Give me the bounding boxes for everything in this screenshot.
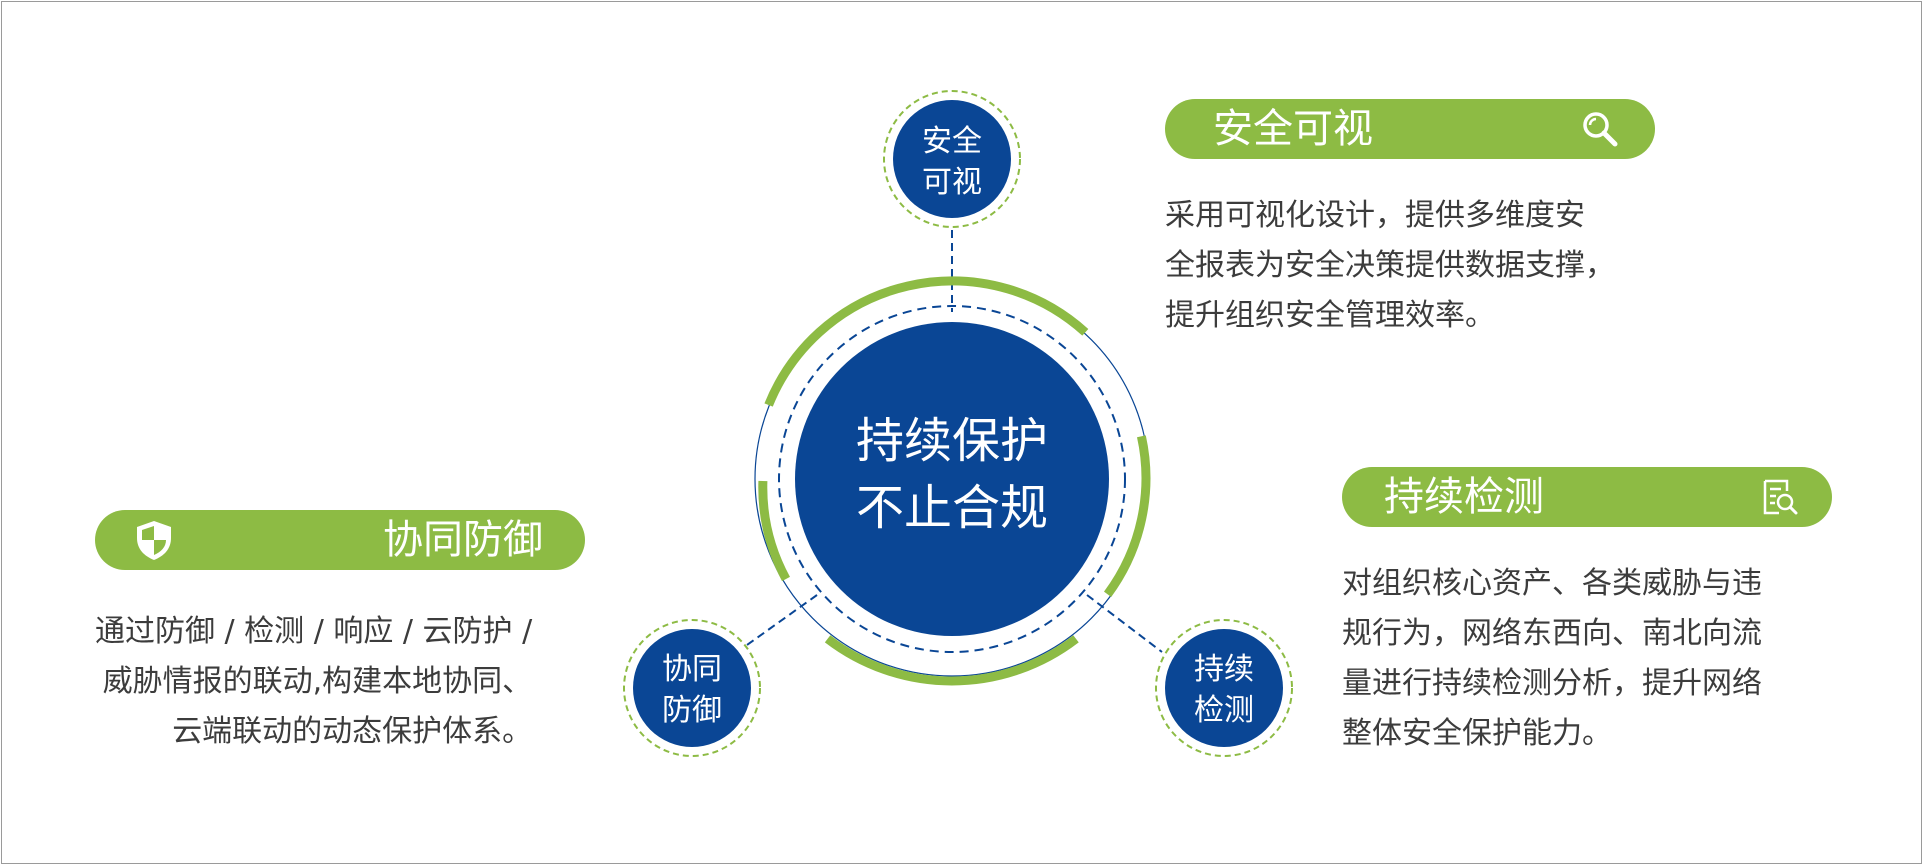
panel-visibility-line: 采用可视化设计，提供多维度安 — [1165, 198, 1585, 233]
center-label-line2: 不止合规 — [856, 480, 1048, 536]
shield-icon — [137, 521, 171, 560]
node-defense-ring — [623, 619, 761, 757]
node-defense-line2: 防御 — [662, 693, 722, 728]
panel-defense-line: 云端联动的动态保护体系。 — [172, 714, 533, 749]
panel-detection-line: 对组织核心资产、各类威胁与违 — [1342, 566, 1762, 601]
node-detection-line1: 持续 — [1194, 652, 1254, 687]
connector-right — [1086, 594, 1163, 653]
panel-defense-description: 通过防御 / 检测 / 响应 / 云防护 / 威胁情报的联动,构建本地协同、 云… — [95, 607, 532, 757]
node-defense-disc — [633, 629, 751, 747]
panel-visibility-line: 全报表为安全决策提供数据支撑， — [1165, 248, 1615, 283]
center-label-line1: 持续保护 — [856, 413, 1048, 469]
node-detection-ring — [1155, 619, 1293, 757]
node-visibility-ring — [883, 90, 1021, 228]
node-defense-line1: 协同 — [662, 652, 722, 687]
panel-detection-line: 量进行持续检测分析，提升网络 — [1342, 666, 1762, 701]
node-visibility-line2: 可视 — [922, 165, 982, 200]
panel-visibility-header: 安全可视 — [1165, 99, 1655, 159]
panel-detection-line: 整体安全保护能力。 — [1342, 716, 1612, 751]
panel-visibility-title: 安全可视 — [1213, 106, 1373, 152]
center-green-arc-bottom — [824, 635, 1079, 686]
document-search-icon — [1763, 479, 1798, 515]
panel-defense-title: 协同防御 — [383, 517, 543, 563]
panel-defense-line: 通过防御 / 检测 / 响应 / 云防护 / — [95, 614, 533, 649]
panel-visibility-line: 提升组织安全管理效率。 — [1165, 298, 1495, 333]
search-icon — [1583, 112, 1618, 147]
node-visibility-disc — [893, 100, 1011, 218]
center-dashed-ring — [778, 305, 1126, 653]
connector-left — [746, 594, 818, 646]
node-detection-line2: 检测 — [1194, 693, 1254, 728]
panel-visibility-description: 采用可视化设计，提供多维度安 全报表为安全决策提供数据支撑， 提升组织安全管理效… — [1165, 191, 1615, 341]
center-green-arc-top — [764, 276, 1089, 407]
center-green-arc-left — [758, 480, 790, 582]
node-detection-disc — [1165, 629, 1283, 747]
panel-detection-description: 对组织核心资产、各类威胁与违 规行为，网络东西向、南北向流 量进行持续检测分析，… — [1342, 559, 1762, 759]
panel-defense-header: 协同防御 — [95, 510, 585, 570]
panel-detection-line: 规行为，网络东西向、南北向流 — [1342, 616, 1762, 651]
panel-detection-title: 持续检测 — [1384, 474, 1544, 520]
center-green-arc-right — [1103, 435, 1151, 597]
node-visibility-line1: 安全 — [922, 124, 982, 159]
panel-detection-header: 持续检测 — [1342, 467, 1832, 527]
panel-defense-line: 威胁情报的联动,构建本地协同、 — [102, 664, 533, 699]
center-disc — [795, 322, 1109, 636]
